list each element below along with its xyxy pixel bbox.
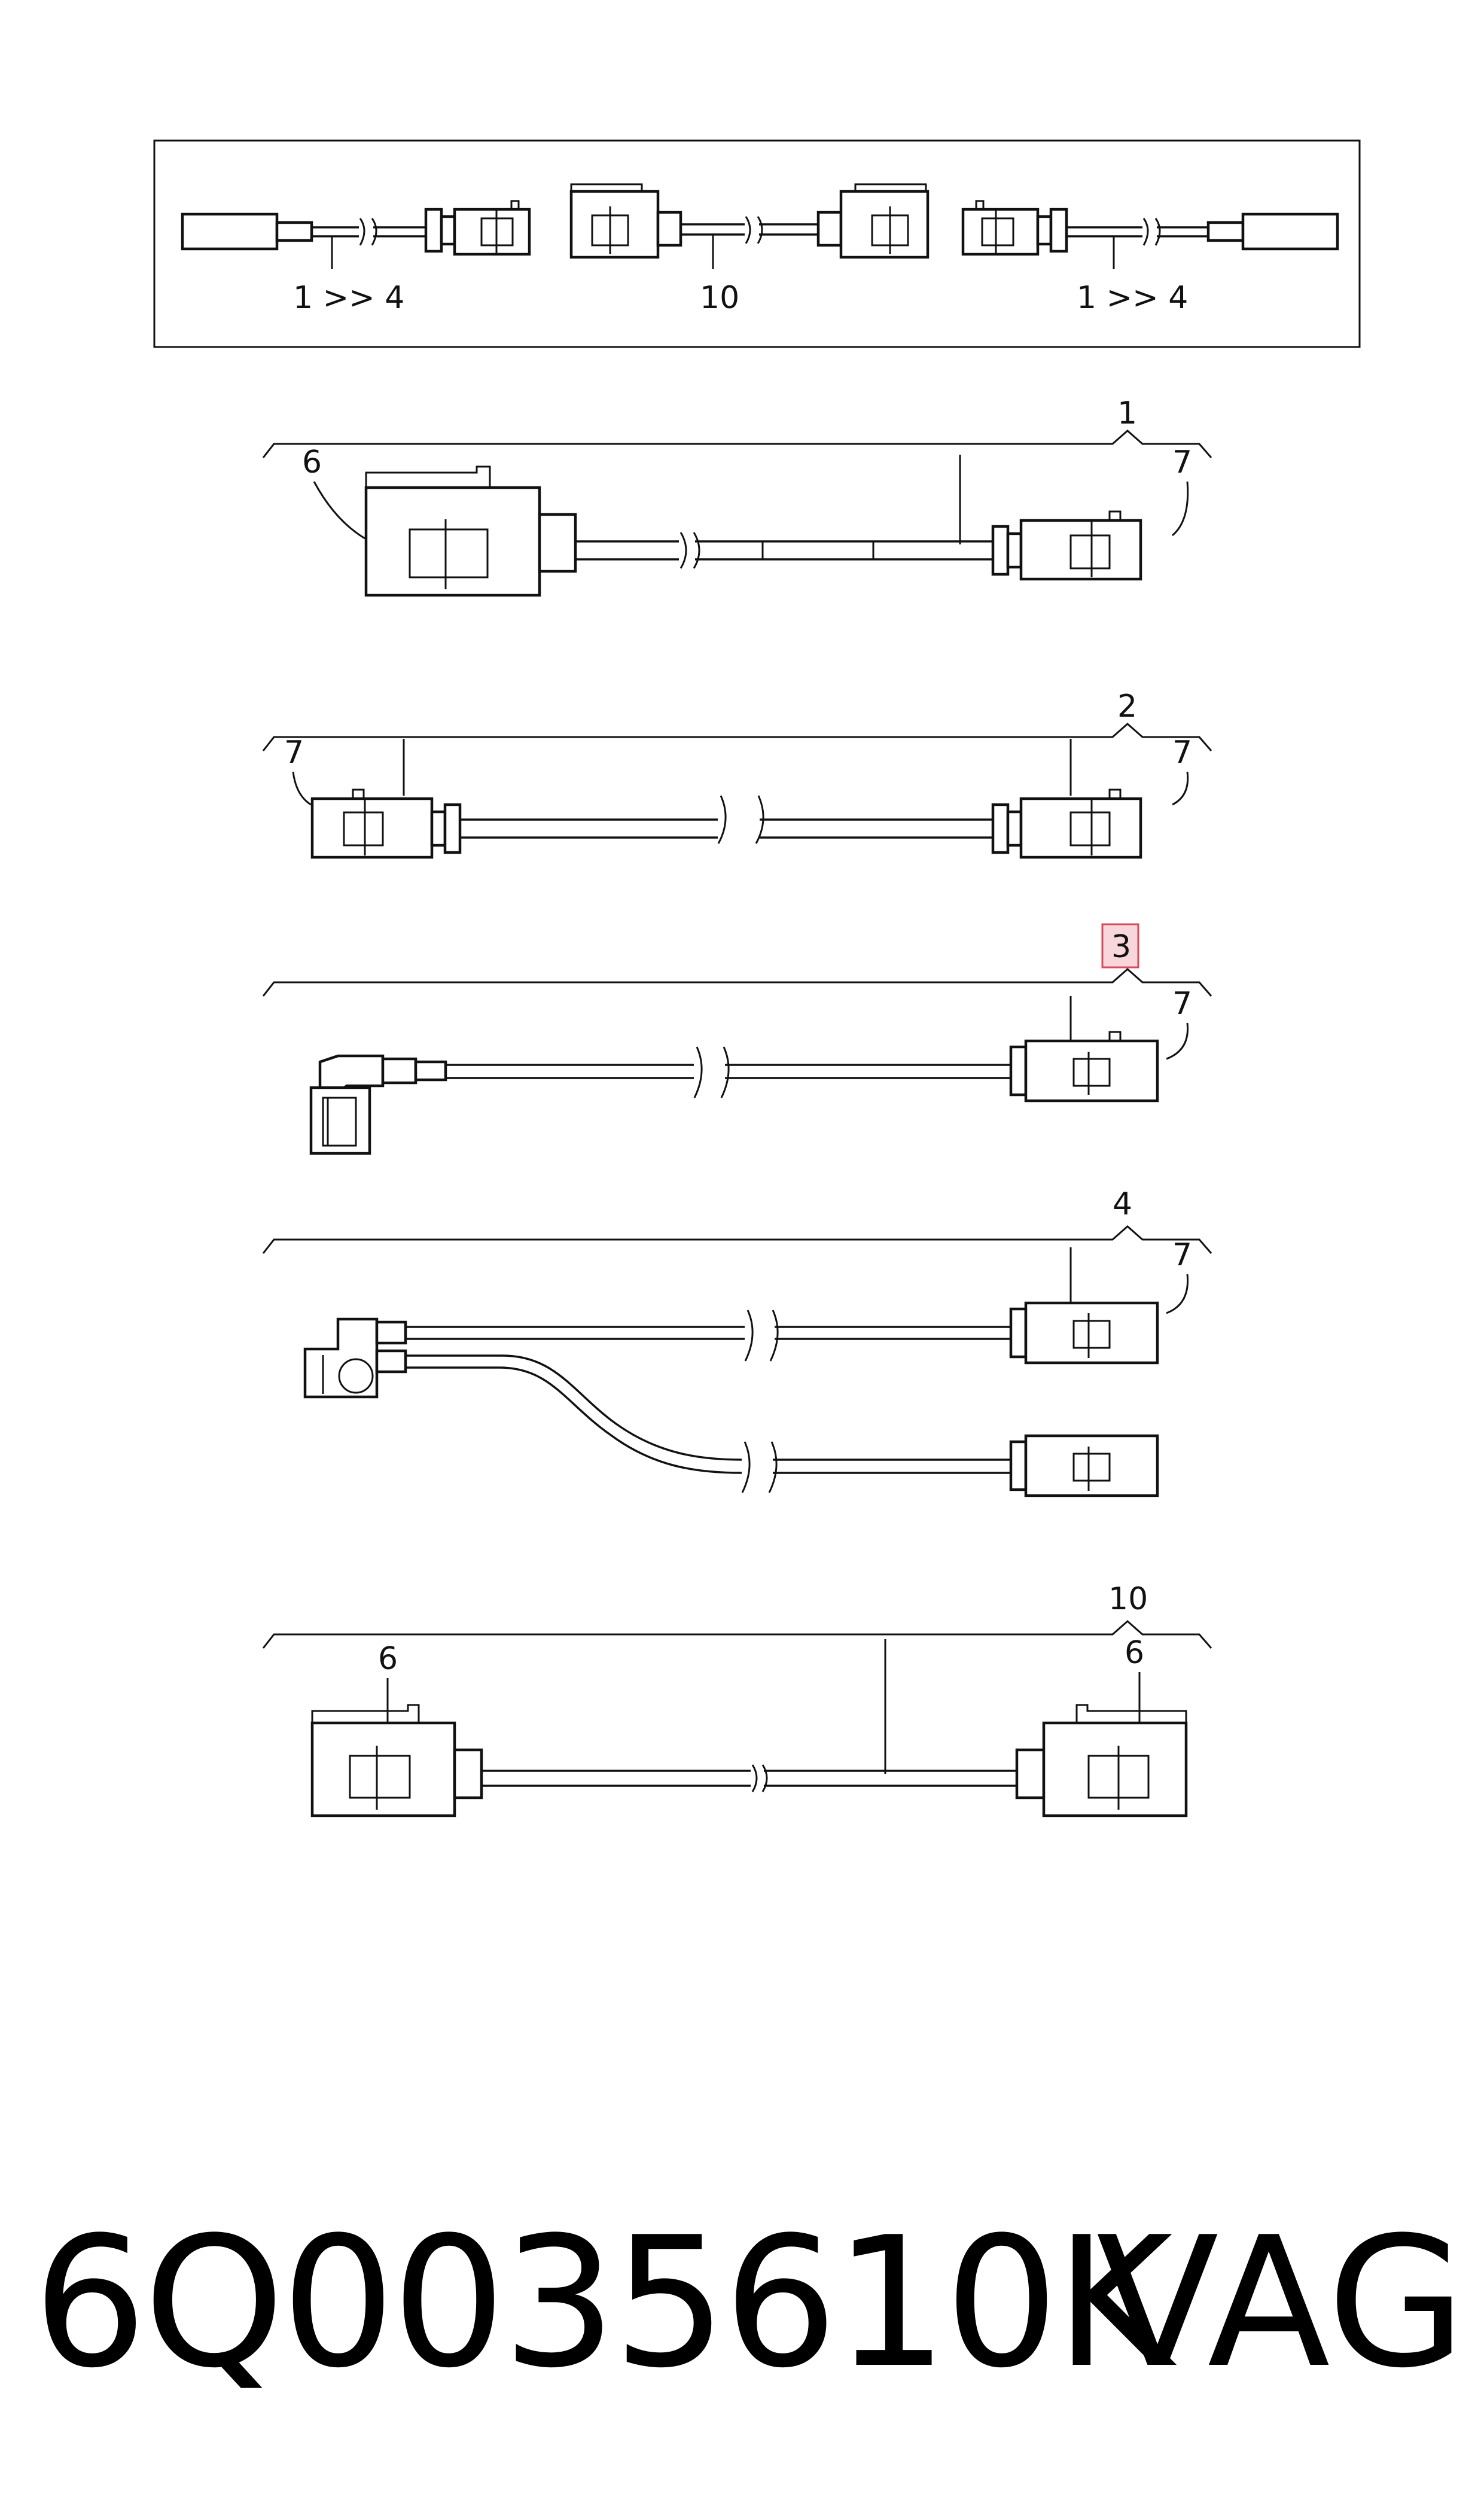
cable-4-right-end-label: 7: [1172, 1237, 1192, 1273]
cable-3[interactable]: 3 7: [262, 923, 1212, 1155]
cable-2-left-connector: [310, 797, 434, 859]
part-number: 6Q0035610K: [33, 2199, 1173, 2407]
overview-connector-left: [453, 208, 531, 256]
cable-10-number: 10: [1108, 1581, 1148, 1617]
cable-10[interactable]: 10 6 6: [262, 1581, 1212, 1817]
overview-connector-center-right: [839, 190, 930, 259]
cable-1-number: 1: [1117, 395, 1137, 431]
cable-2-bracket: [262, 723, 1212, 751]
cable-2-number: 2: [1117, 689, 1137, 724]
cable-3-right-end-label: 7: [1172, 986, 1192, 1022]
overview-connector-center-left: [569, 190, 660, 259]
cable-3-right-connector: [1024, 1039, 1159, 1103]
cable-10-left-connector: [310, 1721, 456, 1817]
cable-1-right-end-label: 7: [1172, 444, 1192, 480]
cable-2-left-end-label: 7: [284, 735, 304, 771]
cable-1[interactable]: 1 6 7: [262, 395, 1212, 597]
cable-4-number: 4: [1113, 1186, 1132, 1222]
cable-2-right-connector: [1019, 797, 1142, 859]
cable-10-left-end-label: 6: [378, 1641, 398, 1677]
cable-3-number: 3: [1111, 929, 1131, 965]
cable-1-bracket: [262, 430, 1212, 458]
overview-label-left: 1 >> 4: [293, 280, 404, 316]
overview-plug-left: [181, 212, 279, 251]
cable-1-left-end-label: 6: [302, 444, 322, 480]
overview-label-center: 10: [700, 280, 739, 316]
cable-4-lower-right-connector: [1024, 1434, 1159, 1497]
cable-2-right-end-label: 7: [1172, 735, 1192, 771]
brand-name: VAG: [1096, 2199, 1466, 2407]
overview-frame: [153, 139, 1361, 348]
overview-plug-right: [1241, 212, 1339, 251]
cable-10-right-connector: [1042, 1721, 1188, 1817]
cable-1-right-connector: [1019, 519, 1142, 581]
overview-connector-right: [961, 208, 1040, 256]
cable-10-right-end-label: 6: [1125, 1635, 1144, 1671]
overview-label-right: 1 >> 4: [1077, 280, 1188, 316]
cable-10-bracket: [262, 1620, 1212, 1649]
overview-panel: 1 >> 4 10 1 >> 4: [153, 139, 1361, 348]
cable-3-bracket: [262, 968, 1212, 997]
cable-4-upper-right-connector: [1024, 1301, 1159, 1365]
cable-3-highlight[interactable]: [1101, 923, 1139, 969]
cable-1-left-connector: [364, 486, 541, 597]
cable-2[interactable]: 2 7 7: [262, 689, 1212, 859]
cable-4[interactable]: 4 7: [262, 1186, 1212, 1497]
cable-4-bracket: [262, 1225, 1212, 1254]
